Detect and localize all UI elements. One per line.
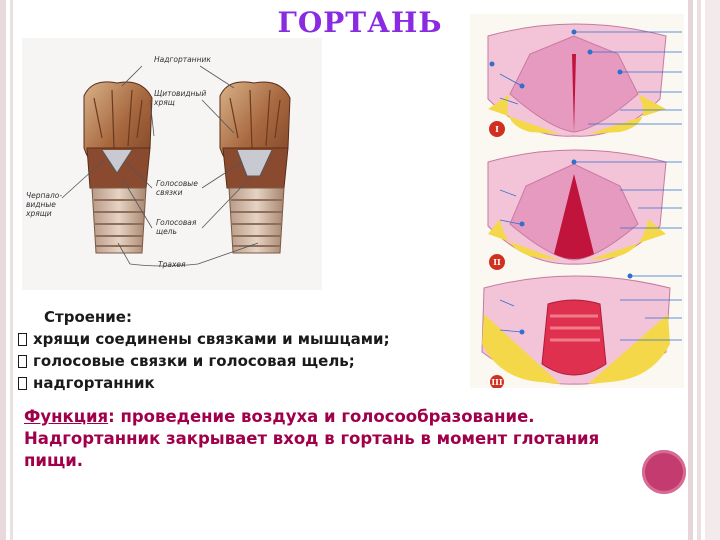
label-thyroid-2: хрящ [153, 98, 175, 107]
vocal-folds-drawing: I II III [481, 23, 682, 389]
list-item: надгортанник [18, 372, 458, 394]
function-line-3: пищи. [24, 451, 84, 470]
structure-item-text: надгортанник [33, 374, 155, 392]
larynx-anatomy-drawing: Надгортанник Щитовидный хрящ Черпало- ви… [25, 55, 291, 269]
bullet-box-icon [18, 376, 27, 390]
fold-panel-1 [487, 23, 667, 137]
label-trachea: Трахея [158, 260, 186, 269]
vocal-folds-illustration: I II III [470, 14, 684, 389]
function-text-1: : проведение воздуха и голосообразование… [108, 407, 535, 426]
label-cords-2: связки [156, 188, 183, 197]
structure-item-text: голосовые связки и голосовая щель; [33, 352, 355, 370]
label-glottis-1: Голосовая [156, 218, 197, 227]
larynx-right [219, 81, 291, 254]
label-arytenoid-3: хрящи [25, 209, 52, 218]
structure-section: Строение: хрящи соединены связками и мыш… [18, 306, 458, 394]
larynx-left [83, 81, 153, 254]
list-item: голосовые связки и голосовая щель; [18, 350, 458, 372]
label-glottis-2: щель [156, 227, 177, 236]
bullet-box-icon [18, 332, 27, 346]
frame-stripe-left-outer [0, 0, 6, 540]
structure-heading: Строение: [44, 308, 132, 326]
function-label: Функция [24, 407, 109, 426]
bullet-box-icon [18, 354, 27, 368]
frame-stripe-right-1 [688, 0, 693, 540]
fold-panel-3 [481, 275, 671, 385]
leader-lines [61, 65, 259, 267]
frame-stripe-right-3 [705, 0, 720, 540]
label-cords-1: Голосовые [156, 179, 198, 188]
label-arytenoid-1: Черпало- [26, 191, 62, 200]
larynx-anatomy-illustration: Надгортанник Щитовидный хрящ Черпало- ви… [22, 38, 322, 290]
label-epiglottis: Надгортанник [154, 55, 211, 64]
label-thyroid-1: Щитовидный [154, 89, 206, 98]
fold-panel-2 [487, 149, 667, 265]
function-section: Функция: проведение воздуха и голосообра… [24, 406, 664, 472]
fold-marker-3: III [491, 377, 502, 387]
structure-item-text: хрящи соединены связками и мышцами; [33, 330, 390, 348]
fold-marker-2: II [493, 257, 501, 267]
function-line-1: Функция: проведение воздуха и голосообра… [24, 406, 664, 428]
decorative-circle [642, 450, 686, 494]
function-line-2: Надгортанник закрывает вход в гортань в … [24, 429, 600, 448]
slide-title: ГОРТАНЬ [277, 6, 443, 39]
frame-stripe-left-inner [10, 0, 13, 540]
frame-stripe-right-2 [697, 0, 701, 540]
fold-leader-lines [499, 31, 682, 341]
list-item: хрящи соединены связками и мышцами; [18, 328, 458, 350]
fold-marker-1: I [495, 124, 499, 134]
label-arytenoid-2: видные [26, 200, 56, 209]
